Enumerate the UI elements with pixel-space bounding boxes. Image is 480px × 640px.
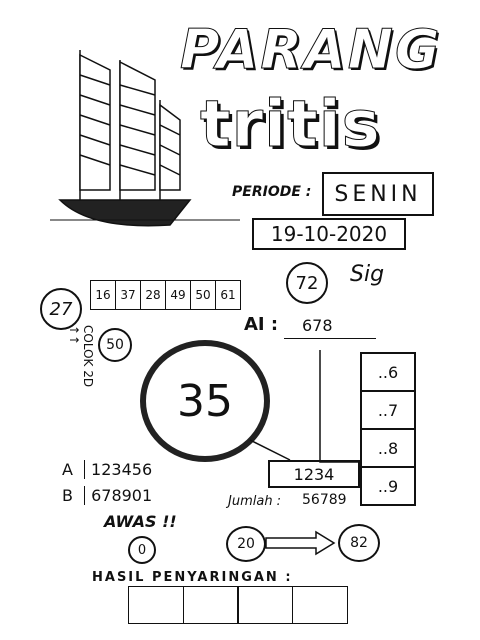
circle-20: 20: [226, 526, 266, 562]
row-b-label: B: [62, 486, 73, 505]
jumlah-value: 56789: [302, 492, 347, 508]
row-a-label: A: [62, 460, 73, 479]
title-tritis: tritis: [200, 88, 381, 163]
ai-label: AI :: [244, 314, 279, 335]
circle-50: 50: [98, 328, 132, 362]
connector-line-icon: [249, 350, 360, 463]
result-box: [237, 586, 293, 624]
number-cell: 61: [220, 288, 236, 302]
awas-warning: AWAS !!: [104, 512, 177, 531]
tail-item: ..6: [362, 354, 414, 392]
number-cell: 49: [166, 281, 191, 309]
row-b-value: 678901: [84, 486, 153, 505]
result-box: [128, 586, 184, 624]
row-b: B 678901: [62, 486, 153, 505]
number-cell: 37: [116, 281, 141, 309]
result-box: [291, 586, 348, 624]
arrow-right-icon: [265, 530, 336, 556]
tail-item: ..9: [377, 476, 399, 496]
number-cell: 16: [91, 281, 116, 309]
circle-27: 27: [40, 288, 82, 330]
periode-label: PERIODE :: [232, 184, 312, 200]
ship-illustration-icon: [50, 50, 240, 227]
row-a: A 123456: [62, 460, 153, 479]
circle-72: 72: [286, 262, 328, 304]
result-boxes: [128, 586, 348, 624]
hasil-label: HASIL PENYARINGAN :: [92, 570, 293, 585]
circle-0: 0: [128, 536, 156, 564]
circle-82: 82: [338, 524, 380, 562]
result-box: [182, 586, 239, 624]
box-1234: 1234: [268, 460, 360, 488]
number-cell: 50: [191, 281, 216, 309]
ai-value: 678: [302, 316, 333, 335]
main-number-circle: 35: [140, 340, 270, 462]
jumlah-label: Jumlah :: [228, 494, 282, 509]
day-box: SENIN: [322, 172, 434, 216]
title-parang: PARANG: [179, 18, 442, 82]
tail-list: ..6 ..7 ..8 ..9: [360, 352, 416, 506]
date-box: 19-10-2020: [252, 218, 406, 250]
ai-underline: [284, 338, 376, 339]
tail-item: ..7: [362, 392, 414, 430]
tail-item: ..8: [362, 430, 414, 468]
signature: Sig: [350, 262, 385, 287]
number-row: 16 37 28 49 50 61: [90, 280, 241, 310]
row-a-value: 123456: [84, 460, 153, 479]
number-cell: 28: [141, 281, 166, 309]
vertical-note: COLOK 2D ↑↑: [67, 325, 95, 388]
